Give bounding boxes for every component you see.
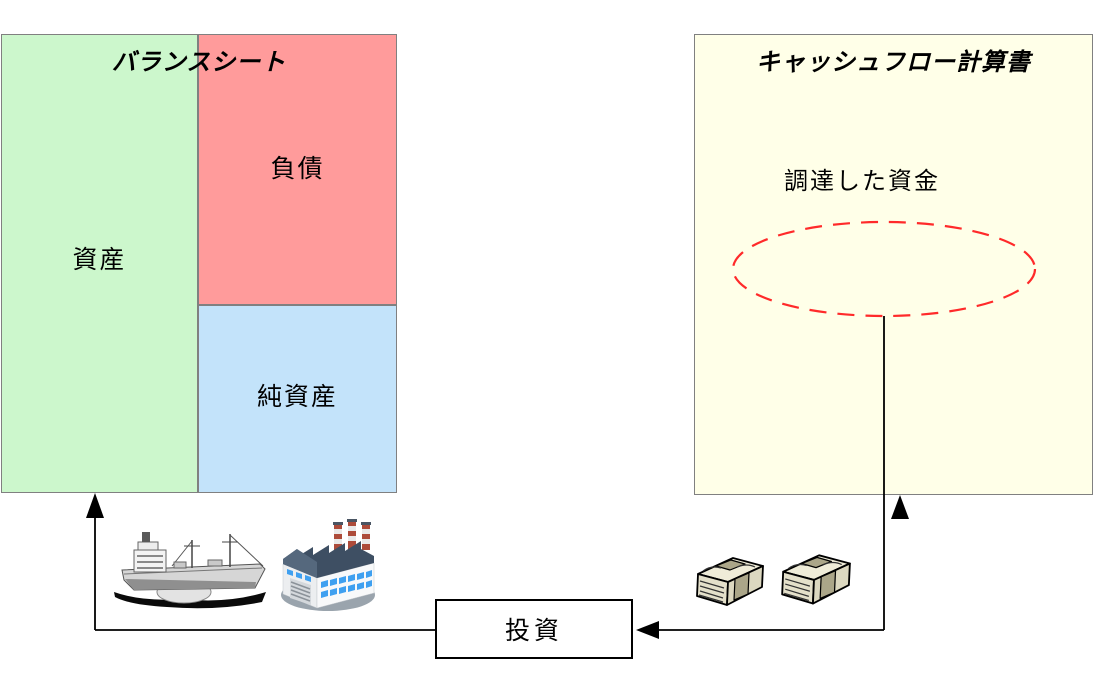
cash-flow-statement-box (694, 34, 1093, 495)
balance-sheet-title: バランスシート (111, 49, 287, 76)
liabilities-label: 負債 (270, 155, 325, 183)
money-bundle-icon (696, 557, 764, 606)
factory-icon (281, 519, 375, 611)
assets-label: 資産 (72, 246, 127, 274)
balance-sheet-assets-area (1, 34, 198, 493)
balance-sheet-net-assets-area (198, 305, 397, 493)
cash-flow-statement-title: キャッシュフロー計算書 (756, 49, 1031, 76)
investment-box: 投資 (435, 599, 633, 659)
balance-sheet-arrowhead-icon (86, 493, 104, 518)
net-assets-label: 純資産 (256, 383, 338, 411)
investment-label: 投資 (504, 617, 563, 645)
cargo-ship-icon (114, 532, 266, 609)
cash-flow-arrowhead-icon (891, 495, 909, 519)
money-bundle-icon (781, 554, 851, 605)
balance-sheet-liabilities-area (198, 34, 397, 305)
investment-arrowhead-icon (636, 621, 659, 639)
raised-funds-label: 調達した資金 (784, 168, 940, 195)
